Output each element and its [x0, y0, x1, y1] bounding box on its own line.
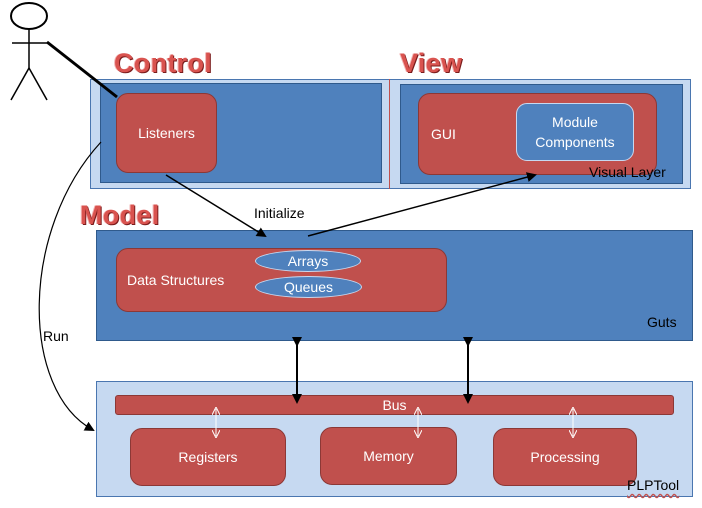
arrays-oval: Arrays: [255, 250, 361, 272]
listeners-label: Listeners: [138, 125, 195, 141]
gui-label: GUI: [431, 126, 456, 142]
control-heading: Control: [114, 48, 213, 78]
processing-box: Processing: [493, 428, 637, 486]
user-stick-figure-icon: [10, 2, 48, 101]
module-components-box: Module Components: [516, 103, 634, 161]
memory-label: Memory: [363, 448, 414, 464]
module-components-line2: Components: [535, 134, 615, 150]
queues-oval: Queues: [255, 276, 362, 298]
arrays-label: Arrays: [287, 253, 329, 269]
plptool-label: PLPTool: [627, 477, 680, 493]
initialize-label: Initialize: [254, 205, 305, 221]
module-components-line1: Module: [552, 114, 598, 130]
data-structures-label: Data Structures: [127, 272, 225, 288]
memory-box: Memory: [320, 427, 457, 485]
run-label: Run: [43, 328, 69, 344]
queues-label: Queues: [283, 279, 334, 295]
initialize-arrow: [165, 174, 267, 238]
view-heading: View: [400, 48, 463, 78]
model-heading: Model: [80, 200, 160, 230]
registers-box: Registers: [130, 428, 286, 486]
processing-label: Processing: [530, 449, 600, 465]
guts-label: Guts: [647, 314, 677, 330]
registers-label: Registers: [178, 449, 238, 465]
bus-label: Bus: [382, 397, 407, 413]
bus-bar: Bus: [115, 395, 674, 415]
update-view-arrow: [307, 172, 537, 237]
control-view-divider: [389, 79, 390, 189]
listeners-box: Listeners: [116, 93, 217, 173]
visual-layer-label: Visual Layer: [589, 164, 666, 180]
user-to-listeners-line: [46, 40, 118, 99]
run-arrow: [38, 141, 102, 431]
